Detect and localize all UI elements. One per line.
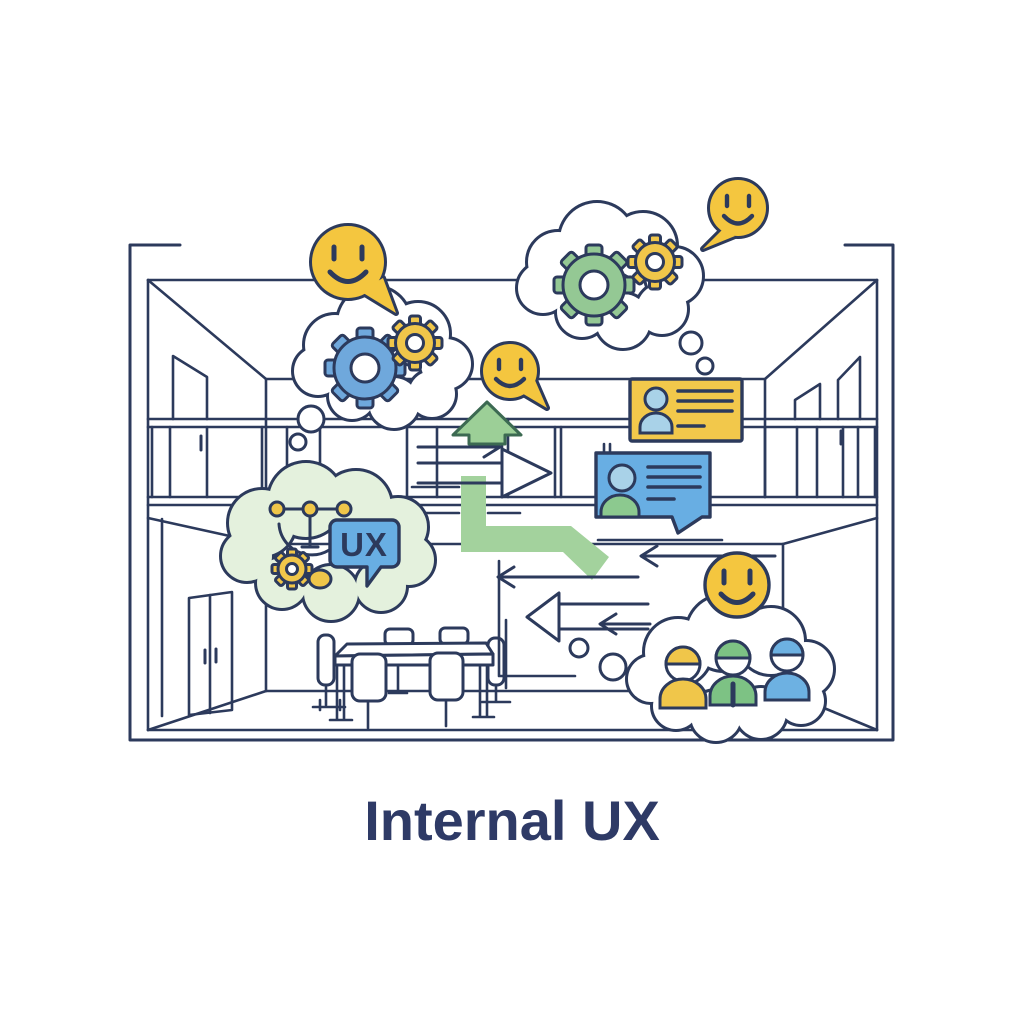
building-outer-frame — [128, 243, 895, 742]
card-text-lines — [646, 465, 702, 501]
team-thought-cloud-icon — [628, 596, 833, 741]
person-body-icon — [638, 411, 674, 435]
lower-double-door — [187, 590, 234, 717]
smiley-speech-bubble-icon — [483, 344, 547, 408]
feedback-flow-arrows — [410, 400, 777, 678]
gear-icon — [626, 233, 684, 291]
upper-door-left — [171, 354, 209, 421]
gear-icon — [552, 243, 636, 327]
person-icon — [658, 645, 708, 710]
upper-door-right-small — [793, 382, 822, 421]
person-head-icon — [607, 463, 637, 493]
gear-icon — [270, 547, 314, 591]
gear-icon — [386, 314, 444, 372]
thought-dots — [288, 330, 715, 682]
front-chair-right — [428, 651, 465, 702]
left-arrow-outline-icon — [525, 591, 650, 643]
person-icon — [763, 637, 811, 702]
chat-bubble-card-icon — [594, 451, 712, 535]
conference-table-icon — [311, 626, 512, 730]
gears-thought-cloud-icon — [294, 287, 471, 428]
card-text-lines — [676, 389, 734, 428]
ux-bubble-label: UX — [340, 526, 388, 563]
front-chair-left — [350, 652, 388, 703]
ux-speech-bubble-icon: UX — [328, 518, 401, 588]
smiley-speech-bubble-icon — [312, 226, 396, 313]
right-arrow-outline-icon — [416, 447, 553, 499]
gears-thought-cloud-icon — [518, 203, 702, 348]
side-chair-left — [316, 633, 336, 687]
smiley-circle-icon — [703, 551, 771, 619]
up-arrow-icon — [451, 400, 523, 446]
person-head-icon — [643, 386, 669, 412]
upper-door-right-large — [836, 355, 862, 421]
gear-blob — [307, 568, 333, 590]
ux-thought-cloud-icon: UX — [222, 463, 434, 620]
page-title: Internal UX — [364, 789, 660, 852]
chair-back — [438, 626, 470, 646]
profile-card-icon — [628, 377, 744, 443]
green-flow-band — [461, 476, 609, 580]
person-body-icon — [599, 493, 641, 519]
person-icon — [708, 639, 758, 708]
left-arrow-icon — [496, 538, 777, 678]
smiley-speech-bubble-icon — [703, 180, 766, 249]
gear-icon — [323, 326, 407, 410]
